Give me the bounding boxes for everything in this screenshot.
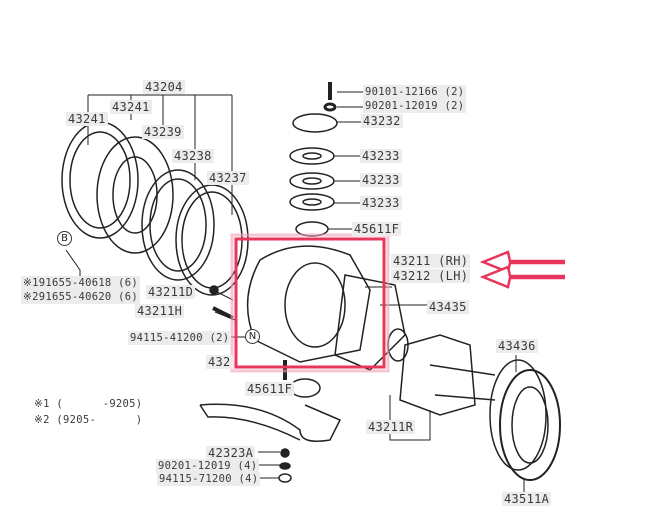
part-label-90101-12166: 90101-12166 (2) bbox=[363, 85, 467, 99]
part-label-43211-rh: 43211 (RH) bbox=[391, 254, 471, 268]
part-label-94115-41200: 94115-41200 (2) bbox=[128, 331, 232, 345]
part-label-43239: 43239 bbox=[142, 125, 184, 139]
note-1: ※1 ( -9205) bbox=[34, 398, 143, 410]
part-label-43237: 43237 bbox=[207, 171, 249, 185]
part-label-45611F-lower: 45611F bbox=[245, 382, 295, 396]
note-2: ※2 (9205- ) bbox=[34, 414, 143, 426]
part-label-432-partial: 432 bbox=[206, 355, 233, 369]
part-label-43241: 43241 bbox=[110, 100, 152, 114]
part-label-43436: 43436 bbox=[496, 339, 538, 353]
spindle-43211R bbox=[399, 334, 476, 416]
part-label-43233: 43233 bbox=[360, 173, 402, 187]
part-label-bolt-1: ※191655-40618 (6) bbox=[21, 276, 141, 290]
knuckle-arm bbox=[199, 403, 342, 442]
part-label-43233: 43233 bbox=[360, 196, 402, 210]
part-label-43511A: 43511A bbox=[502, 492, 552, 506]
steering-knuckle bbox=[246, 245, 371, 363]
shim-43233 bbox=[289, 147, 335, 165]
callout-b: B bbox=[57, 231, 72, 246]
highlight-box bbox=[234, 237, 386, 369]
part-label-43211R: 43211R bbox=[366, 420, 416, 434]
hub-43511A bbox=[489, 359, 547, 471]
bearing-45611F-lower bbox=[289, 378, 321, 398]
part-label-42323A: 42323A bbox=[206, 446, 256, 460]
ring-43238 bbox=[141, 169, 215, 281]
part-label-90201-12019: 90201-12019 (2) bbox=[363, 99, 467, 113]
highlight-arrows bbox=[479, 250, 565, 289]
arrow-43211 bbox=[479, 250, 565, 274]
part-label-43204: 43204 bbox=[143, 80, 185, 94]
part-label-bolt-2: ※291655-40620 (6) bbox=[21, 290, 141, 304]
part-label-90201-12019-4: 90201-12019 (4) bbox=[156, 459, 260, 473]
part-label-43435: 43435 bbox=[427, 300, 469, 314]
part-label-43238: 43238 bbox=[172, 149, 214, 163]
part-label-43211H: 43211H bbox=[135, 304, 185, 318]
arrow-43212 bbox=[479, 265, 565, 289]
part-label-43232: 43232 bbox=[361, 114, 403, 128]
part-label-45611F: 45611F bbox=[352, 222, 402, 236]
part-label-43211D: 43211D bbox=[146, 285, 196, 299]
part-label-43233: 43233 bbox=[360, 149, 402, 163]
cap-43232 bbox=[292, 113, 338, 133]
callout-n: N bbox=[245, 329, 260, 344]
part-label-43241: 43241 bbox=[66, 112, 108, 126]
part-label-94115-71200: 94115-71200 (4) bbox=[157, 472, 261, 486]
part-label-43212-lh: 43212 (LH) bbox=[391, 269, 471, 283]
lock-ring-43241b bbox=[96, 136, 174, 254]
